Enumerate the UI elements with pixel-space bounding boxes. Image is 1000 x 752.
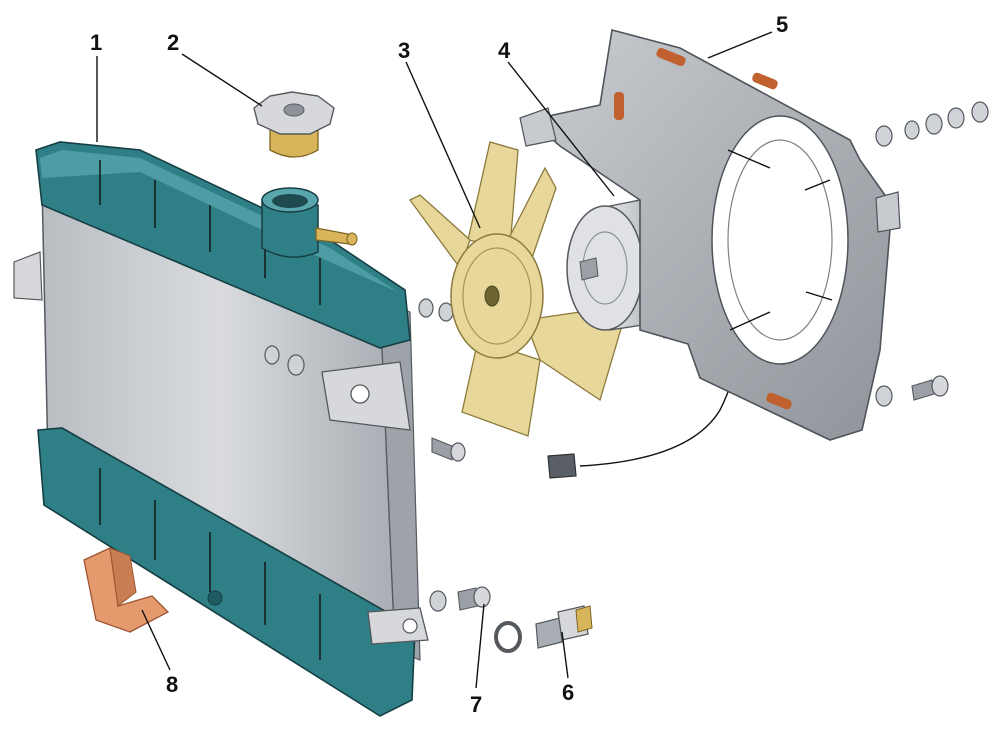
motor-shaft — [579, 257, 599, 281]
drain-plug — [457, 586, 491, 611]
washer — [875, 125, 893, 147]
shroud-grommet — [752, 72, 778, 90]
filler-neck — [261, 187, 358, 258]
radiator-mounting-pad — [83, 547, 170, 633]
callout-5: 5 — [776, 12, 788, 37]
shroud-spoke — [727, 149, 833, 331]
washer — [925, 113, 943, 135]
radiator-lower-right-bracket — [367, 607, 429, 645]
bolt — [431, 437, 453, 461]
fan-blade — [461, 339, 541, 437]
radiator-side-bracket — [13, 251, 43, 301]
fan-temperature-switch — [494, 605, 593, 653]
radiator-top-tank-highlight — [40, 150, 398, 292]
callout-7: 7 — [470, 692, 482, 717]
radiator-top-tank — [35, 141, 411, 349]
callout-2: 2 — [167, 30, 179, 55]
washer — [904, 120, 920, 140]
shroud-upper-bracket — [519, 107, 557, 147]
radiator — [13, 141, 429, 717]
washer — [287, 354, 305, 376]
callout-3: 3 — [398, 38, 410, 63]
bolt — [911, 379, 935, 401]
washer — [971, 101, 989, 123]
callout-labels: 1 2 3 4 5 6 7 8 — [90, 12, 788, 717]
callout-6: 6 — [562, 680, 574, 705]
washer — [875, 385, 893, 407]
fan-shroud — [519, 29, 901, 441]
shroud-side-tab — [875, 191, 901, 233]
nut — [947, 107, 965, 129]
shroud-opening — [711, 115, 849, 365]
radiator-cap — [253, 91, 335, 158]
callout-4: 4 — [498, 38, 511, 63]
washer — [264, 345, 280, 365]
leader-lines — [96, 31, 773, 689]
shroud-grommet — [766, 392, 792, 410]
shroud-grommet — [614, 92, 624, 120]
radiator-drain-plug — [207, 590, 223, 606]
motor-face — [566, 205, 644, 331]
radiator-mounting-hardware — [264, 298, 466, 612]
shroud-grommet — [656, 47, 686, 67]
washer — [418, 298, 434, 318]
callout-1: 1 — [90, 30, 102, 55]
washer — [429, 590, 447, 612]
callout-8: 8 — [166, 672, 178, 697]
radiator-bottom-tank — [37, 427, 416, 717]
fan-blade — [467, 141, 519, 249]
motor-connector — [547, 453, 577, 479]
radiator-top-tank-ribs — [99, 160, 321, 305]
shroud-mounting-hardware — [875, 101, 989, 407]
sealing-ring — [494, 621, 522, 653]
radiator-bottom-tank-ribs — [99, 468, 321, 660]
